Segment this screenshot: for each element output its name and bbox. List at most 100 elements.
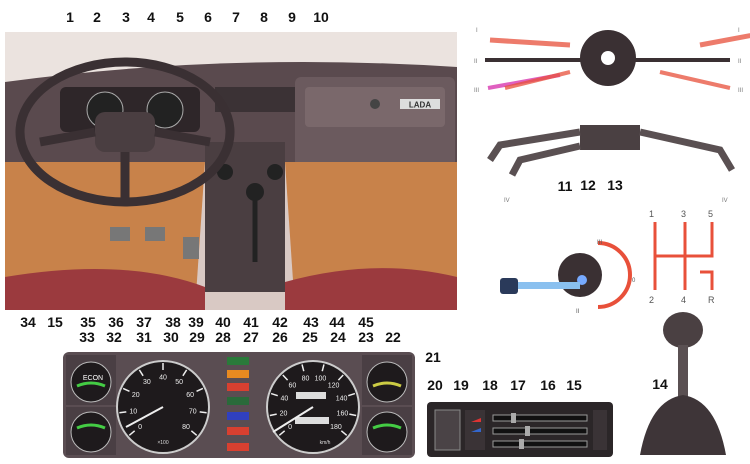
callout: 14 [652, 376, 668, 392]
gear-label: 3 [681, 209, 686, 219]
econ-label: ECON [83, 375, 103, 382]
tachometer-tick [128, 430, 136, 436]
gear-label: 4 [681, 295, 686, 305]
callout: 21 [425, 349, 441, 365]
slider-17[interactable] [519, 439, 524, 449]
lada-badge [400, 99, 440, 109]
speedometer-tick [282, 374, 289, 381]
voltmeter-gauge [366, 411, 408, 453]
gear-label: 1 [649, 209, 654, 219]
gear-label: 2 [649, 295, 654, 305]
stalk-position-label: I [738, 28, 740, 34]
speedometer-tick [348, 392, 356, 397]
callout: 18 [482, 377, 498, 393]
tachometer-tick-label: 20 [132, 392, 140, 399]
control-details: I II III I II III IV IV 11 12 13 III 0 I… [474, 28, 750, 455]
dashboard-illustration: LADA [5, 32, 457, 310]
callout: 25 [302, 329, 318, 345]
callout: 16 [540, 377, 556, 393]
callout: 22 [385, 329, 401, 345]
tachometer-tick [138, 369, 144, 377]
slider-16[interactable] [525, 426, 530, 436]
callout: 2 [93, 9, 101, 25]
speedometer-tick [349, 413, 357, 417]
speedometer-tick-label: 0 [288, 424, 292, 431]
callout: 13 [607, 177, 623, 193]
callout: 26 [272, 329, 288, 345]
callout: 20 [427, 377, 443, 393]
speedometer-tick-label: 140 [336, 395, 348, 402]
callout: 15 [47, 314, 63, 330]
speed-needle [272, 406, 314, 433]
tachometer-tick [119, 411, 127, 414]
tachometer-tick-label: 60 [186, 392, 194, 399]
speedometer-tick-label: 160 [337, 410, 349, 417]
slider-18[interactable] [511, 413, 516, 423]
tachometer-tick [122, 387, 130, 393]
tachometer-tick [196, 387, 204, 393]
callout: 30 [163, 329, 179, 345]
callout: 10 [313, 9, 329, 25]
callout: 31 [136, 329, 152, 345]
stalk-position-label: I [476, 28, 478, 34]
warning-lamps [227, 357, 249, 451]
callout: 35 [80, 314, 96, 330]
callout: 5 [176, 9, 184, 25]
callout: 37 [136, 314, 152, 330]
tachometer-tick-label: 50 [175, 379, 183, 386]
callout: 36 [108, 314, 124, 330]
fan-switch[interactable] [434, 409, 461, 451]
tachometer-tick [182, 369, 188, 377]
stalk-position-label: II [474, 59, 478, 65]
callout: 4 [147, 9, 155, 25]
heater-control-panel [427, 402, 613, 457]
speedometer-tick-label: 180 [330, 424, 342, 431]
lada-badge-text: LADA [409, 101, 431, 110]
wiper-light-stalks: IV IV [487, 125, 736, 204]
callout: 19 [453, 377, 469, 393]
callout: 1 [66, 9, 74, 25]
callout: 43 [303, 314, 319, 330]
callout: 7 [232, 9, 240, 25]
callout: 38 [165, 314, 181, 330]
stalk-position-label: IV [722, 198, 728, 204]
speedometer-tick-label: 80 [302, 375, 310, 382]
callout: 24 [330, 329, 346, 345]
callout: 41 [243, 314, 259, 330]
callout: 28 [215, 329, 231, 345]
stalk-position-label: III [474, 88, 479, 94]
callout: 39 [188, 314, 204, 330]
callout: 42 [272, 314, 288, 330]
speedometer-tick-label: 120 [328, 383, 340, 390]
gear-label: 5 [708, 209, 713, 219]
ignition-position-label: 0 [632, 278, 636, 284]
callout: 8 [260, 9, 268, 25]
tachometer-tick-label: 70 [189, 408, 197, 415]
speedometer-tick-label: 40 [281, 395, 289, 402]
callout: 32 [106, 329, 122, 345]
callout: 11 [558, 178, 573, 194]
ignition-position-label: II [576, 309, 580, 315]
callout: 3 [122, 9, 130, 25]
temperature-gauge [70, 411, 112, 453]
speedometer-tick [301, 364, 305, 372]
speedometer-tick [337, 374, 344, 381]
speedometer-tick [321, 364, 325, 372]
stalk-position-label: IV [504, 198, 510, 204]
callout: 27 [243, 329, 259, 345]
ignition-key [512, 282, 580, 289]
callout: 23 [358, 329, 374, 345]
tachometer-tick-label: 80 [182, 424, 190, 431]
speedometer-tick [270, 392, 278, 397]
tachometer-tick [190, 430, 198, 436]
speedometer-tick-label: 60 [289, 383, 297, 390]
tachometer-tick-label: 10 [129, 408, 137, 415]
speed-unit: km/h [320, 440, 331, 446]
gear-lever [640, 312, 726, 455]
tachometer-tick [199, 411, 207, 414]
speedometer-tick [269, 413, 277, 417]
ignition-position-label: III [597, 240, 602, 246]
callout: 45 [358, 314, 374, 330]
tach-unit: ×100 [157, 440, 168, 446]
